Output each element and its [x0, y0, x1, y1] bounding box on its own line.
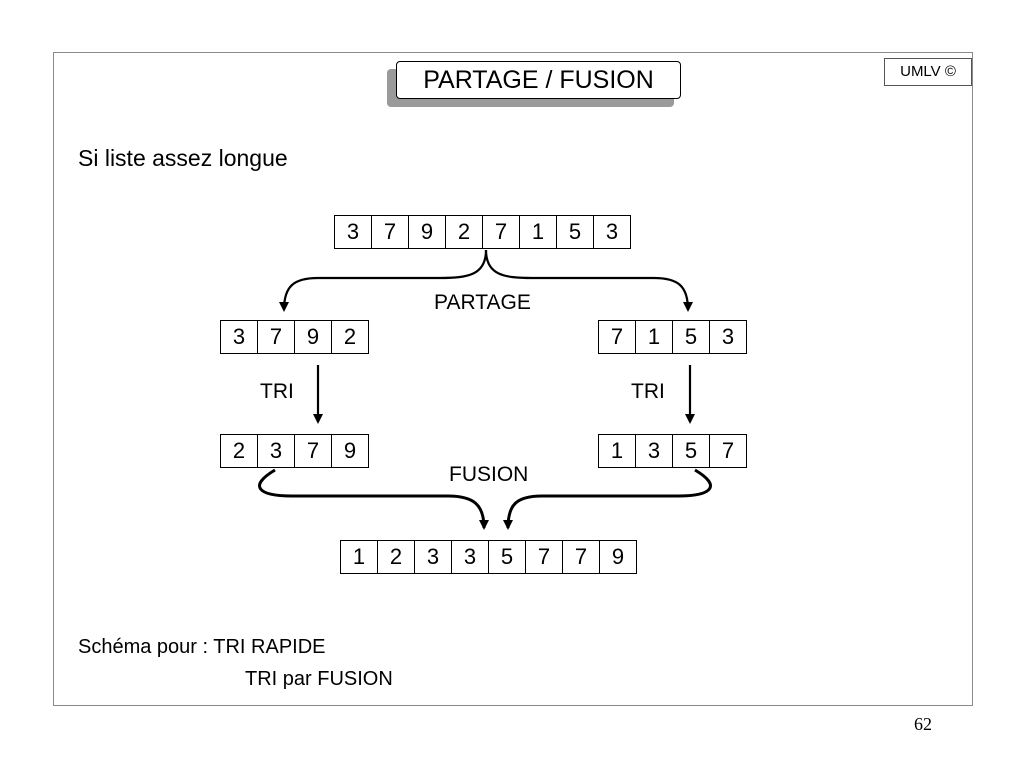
- array-cell: 9: [331, 434, 369, 468]
- schema-line-2: TRI par FUSION: [245, 668, 393, 690]
- array-cell: 3: [220, 320, 258, 354]
- array-cell: 2: [220, 434, 258, 468]
- array-cell: 7: [482, 215, 520, 249]
- partage-right-arrow: [484, 249, 693, 312]
- array-cell: 3: [451, 540, 489, 574]
- partage-label: PARTAGE: [434, 291, 531, 314]
- array-cell: 7: [598, 320, 636, 354]
- page-number: 62: [914, 714, 932, 734]
- array-cell: 3: [257, 434, 295, 468]
- array-cell: 9: [599, 540, 637, 574]
- schema-line-1: Schéma pour : TRI RAPIDE: [78, 636, 326, 658]
- array-cell: 7: [525, 540, 563, 574]
- array-cell: 3: [334, 215, 372, 249]
- array-cell: 2: [331, 320, 369, 354]
- array-cell: 1: [598, 434, 636, 468]
- array-cell: 7: [294, 434, 332, 468]
- intro-text: Si liste assez longue: [78, 145, 288, 171]
- slide-title: PARTAGE / FUSION: [396, 61, 681, 99]
- array-cell: 2: [445, 215, 483, 249]
- array-cell: 3: [593, 215, 631, 249]
- array-cell: 1: [519, 215, 557, 249]
- fusion-right-arrow: [503, 468, 712, 530]
- array-cell: 5: [488, 540, 526, 574]
- array-cell: 1: [635, 320, 673, 354]
- array-cell: 7: [709, 434, 747, 468]
- fusion-left-arrow: [258, 468, 489, 530]
- array-cell: 9: [408, 215, 446, 249]
- array-cell: 7: [257, 320, 295, 354]
- partage-left-arrow: [279, 249, 488, 312]
- array-cell: 7: [562, 540, 600, 574]
- array-cell: 3: [635, 434, 673, 468]
- fusion-label: FUSION: [449, 463, 529, 486]
- array-cell: 3: [709, 320, 747, 354]
- tri-left-label: TRI: [260, 380, 294, 403]
- array-cell: 5: [672, 434, 710, 468]
- slide-frame: [53, 52, 973, 706]
- umlv-badge: UMLV ©: [884, 58, 972, 86]
- tri-right-label: TRI: [631, 380, 665, 403]
